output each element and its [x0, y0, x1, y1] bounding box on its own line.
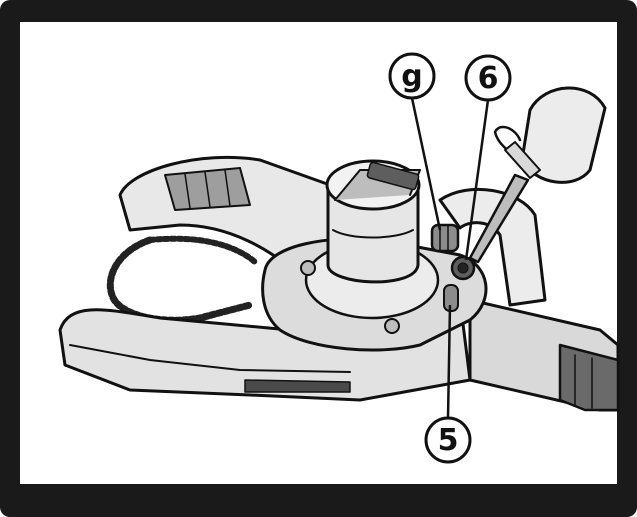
callout-6-label: 6 — [478, 61, 499, 96]
callout-6-leader — [464, 99, 490, 261]
tension-knob — [430, 223, 460, 253]
callout-5: 5 — [424, 416, 472, 464]
base-screw-left — [300, 260, 316, 276]
oil-bottle-icon — [468, 86, 607, 264]
callout-g: g — [388, 52, 436, 100]
callout-g-leader — [410, 97, 442, 231]
chainsaw-pruner-illustration — [58, 86, 620, 412]
base-screw-front — [384, 318, 400, 334]
callout-g-label: g — [401, 59, 422, 94]
callout-5-leader — [446, 304, 452, 419]
brand-badge — [366, 161, 420, 191]
callout-6: 6 — [464, 54, 512, 102]
motor-housing-icon — [326, 183, 420, 284]
callout-5-label: 5 — [438, 423, 459, 458]
